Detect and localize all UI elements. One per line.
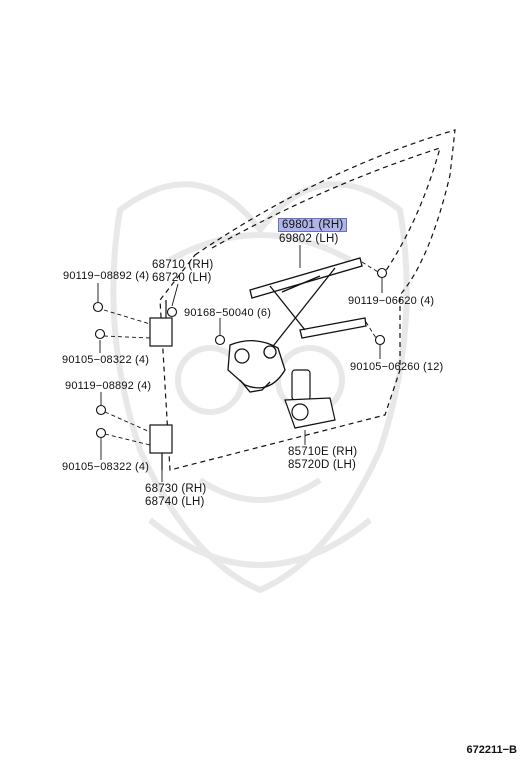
label-68730: 68730 (RH): [145, 483, 207, 495]
label-90119-06620: 90119−06620 (4): [348, 295, 435, 307]
door-outline: [159, 129, 456, 471]
label-90168-50040: 90168−50040 (6): [184, 307, 272, 319]
window-regulator: [227, 257, 367, 393]
label-90105-08322-top: 90105−08322 (4): [62, 354, 150, 366]
label-85710E: 85710E (RH): [288, 446, 358, 458]
label-90119-08892-bottom: 90119−08892 (4): [65, 380, 152, 392]
label-68740: 68740 (LH): [145, 496, 205, 508]
leader-lines: [97, 245, 383, 482]
label-69801: 69801 (RH): [278, 218, 348, 232]
label-69802: 69802 (LH): [279, 233, 339, 245]
label-90105-06260: 90105−06260 (12): [350, 361, 444, 373]
label-90105-08322-bottom: 90105−08322 (4): [62, 461, 150, 473]
window-motor: [284, 369, 336, 429]
label-68710: 68710 (RH): [152, 259, 214, 271]
door-hinges: [149, 300, 173, 470]
figure-code: 672211−B: [466, 744, 517, 756]
label-68720: 68720 (LH): [152, 272, 212, 284]
label-85720D: 85720D (LH): [288, 459, 357, 471]
bolts: [92, 267, 388, 439]
label-90119-08892-top: 90119−08892 (4): [63, 270, 150, 282]
